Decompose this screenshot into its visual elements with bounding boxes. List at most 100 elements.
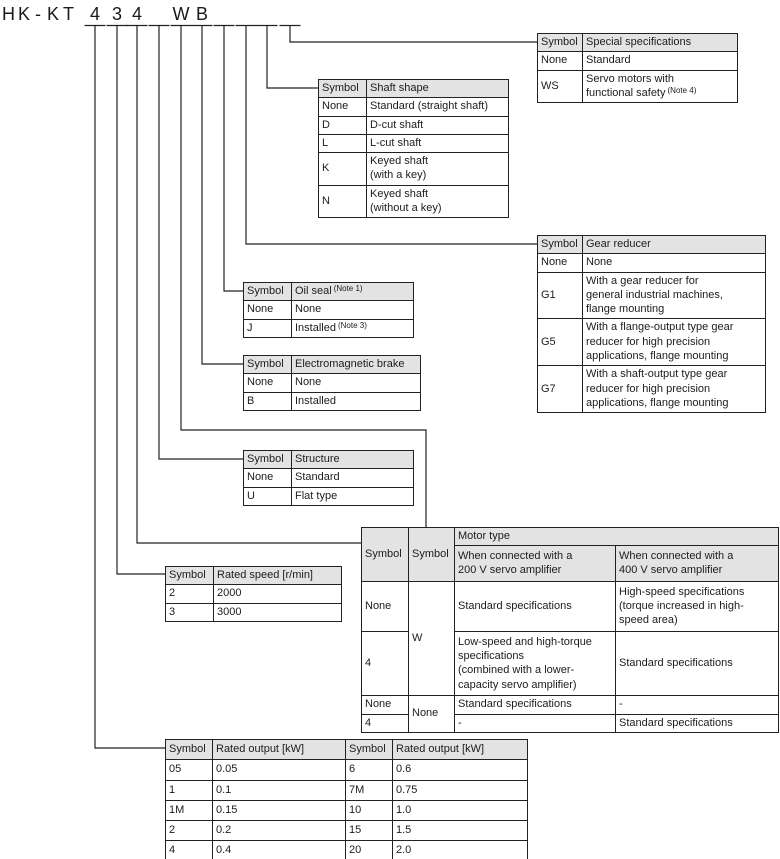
symbol-cell: G1 — [537, 271, 583, 320]
note-superscript: (Note 1) — [333, 284, 363, 293]
table-cell: Standard specifications — [615, 713, 779, 733]
symbol-cell: None — [537, 51, 583, 71]
symbol-cell: G5 — [537, 318, 583, 367]
table-cell: 4 — [361, 713, 409, 733]
model-char: 4 — [89, 4, 101, 24]
description-cell: 0.4 — [212, 840, 346, 859]
description-cell: 0.1 — [212, 779, 346, 801]
description-cell: D-cut shaft — [366, 115, 509, 135]
model-char: K — [47, 4, 60, 24]
symbol-cell: G7 — [537, 365, 583, 414]
table-header-cell: Symbol — [537, 32, 583, 53]
symbol-cell: 1 — [165, 779, 213, 801]
table-cell: High-speed specifications (torque increa… — [615, 581, 779, 633]
table-header-cell: Symbol — [243, 354, 292, 375]
symbol-cell: None — [318, 97, 367, 117]
table-cell: - — [615, 695, 779, 715]
table-header-cell: Rated speed [r/min] — [213, 565, 342, 586]
description-cell: 0.75 — [392, 779, 528, 801]
symbol-cell: 10 — [345, 799, 393, 822]
symbol-cell: 05 — [165, 759, 213, 781]
symbol-cell: 1M — [165, 799, 213, 822]
table-cell: Low-speed and high-torque specifications… — [454, 631, 616, 697]
symbol-cell: None — [243, 300, 292, 320]
table-cell: None — [361, 581, 409, 633]
table-cell: W — [408, 581, 455, 697]
symbol-cell: 2 — [165, 820, 213, 842]
model-char: 4 — [131, 4, 143, 24]
table-header-cell: Symbol — [165, 565, 214, 586]
table-header-cell: Special specifications — [582, 32, 738, 53]
model-char: 3 — [111, 4, 123, 24]
symbol-cell: D — [318, 115, 367, 135]
description-cell: None — [582, 253, 766, 273]
symbol-cell: None — [243, 373, 292, 393]
description-cell: Standard — [582, 51, 738, 71]
description-cell: L-cut shaft — [366, 133, 509, 154]
table-header-cell: Oil seal(Note 1) — [291, 281, 414, 302]
table-header-cell: Symbol — [318, 78, 367, 99]
description-cell: 1.5 — [392, 820, 528, 842]
description-cell: Servo motors with functional safety(Note… — [582, 69, 738, 104]
description-cell: Standard (straight shaft) — [366, 97, 509, 117]
symbol-cell: B — [243, 391, 292, 411]
table-cell: None — [361, 695, 409, 715]
motor-type-table: Symbol Symbol Motor type When connected … — [361, 526, 779, 733]
symbol-cell: 20 — [345, 840, 393, 859]
description-cell: Keyed shaft (with a key) — [366, 152, 509, 186]
model-char: B — [195, 4, 209, 24]
symbol-cell: L — [318, 133, 367, 154]
description-cell: 0.6 — [392, 759, 528, 781]
table-cell: Standard specifications — [615, 631, 779, 697]
symbol-cell: 3 — [165, 602, 214, 622]
model-char: K — [18, 4, 31, 24]
table-header-cell: Symbol — [243, 449, 292, 470]
description-cell: 0.05 — [212, 759, 346, 781]
table-header-cell: Structure — [291, 449, 414, 470]
symbol-cell: None — [243, 468, 292, 488]
model-char: - — [35, 4, 41, 24]
description-cell: None — [291, 300, 414, 320]
table-header-cell: When connected with a 200 V servo amplif… — [454, 545, 616, 583]
table-header-cell: Shaft shape — [366, 78, 509, 99]
description-cell: 1.0 — [392, 799, 528, 822]
table-header-cell: Symbol — [408, 526, 455, 583]
symbol-cell: J — [243, 318, 292, 338]
table-header-cell: Rated output [kW] — [392, 738, 528, 761]
table-header-cell: Symbol — [537, 234, 583, 255]
description-cell: 0.2 — [212, 820, 346, 842]
description-cell: Flat type — [291, 486, 414, 506]
table-header-cell: When connected with a 400 V servo amplif… — [615, 545, 779, 583]
table-header-cell: Rated output [kW] — [212, 738, 346, 761]
description-cell: 2.0 — [392, 840, 528, 859]
symbol-cell: K — [318, 152, 367, 186]
symbol-cell: 2 — [165, 584, 214, 604]
table-cell: 4 — [361, 631, 409, 697]
symbol-cell: 4 — [165, 840, 213, 859]
symbol-cell: N — [318, 184, 367, 219]
description-cell: 2000 — [213, 584, 342, 604]
